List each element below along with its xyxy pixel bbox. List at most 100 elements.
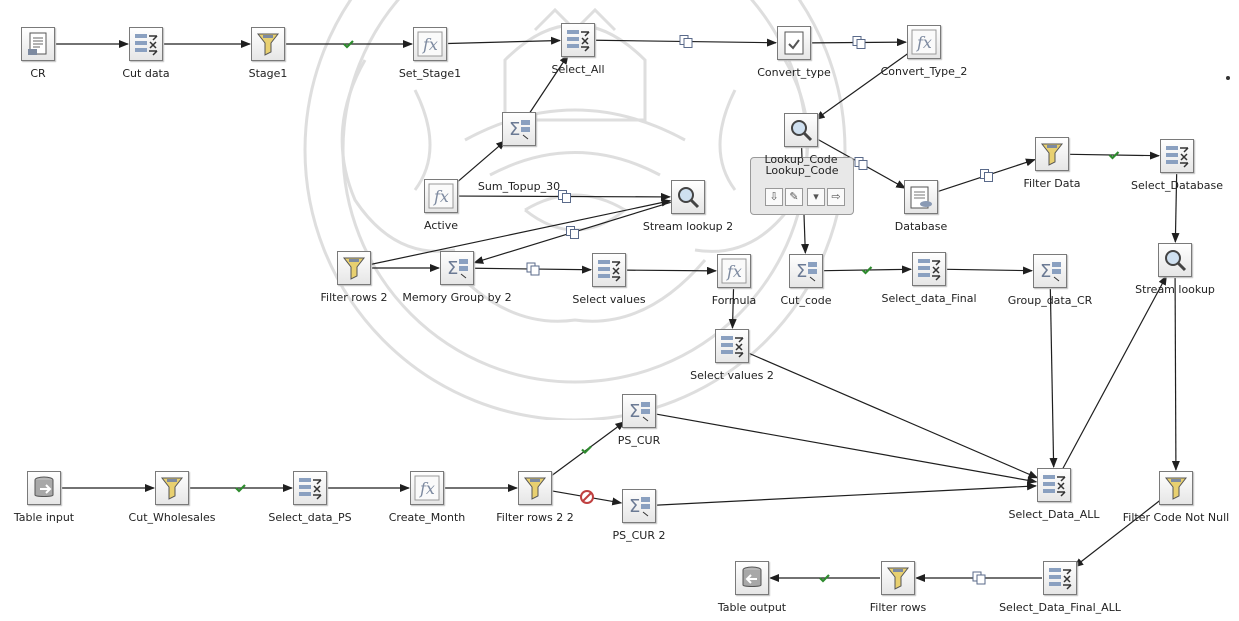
- output-icon[interactable]: ⇨: [827, 188, 845, 206]
- step-cr[interactable]: [21, 27, 55, 61]
- step-label: Active: [424, 220, 458, 232]
- step-label: Select_Data_Final_ALL: [999, 602, 1121, 614]
- step-label: Select_Data_ALL: [1009, 509, 1100, 521]
- svg-text:Σ: Σ: [447, 258, 458, 279]
- step-lookup-code[interactable]: [784, 113, 818, 147]
- step-label: Table input: [14, 512, 74, 524]
- step-ps-cur-2[interactable]: Σ: [622, 489, 656, 523]
- hop-group_data_cr-to-select_data_all[interactable]: [1050, 289, 1053, 467]
- step-database[interactable]: [904, 180, 938, 214]
- menu-icon[interactable]: ▾: [807, 188, 825, 206]
- hop-select_values-to-formula[interactable]: [627, 270, 716, 271]
- select-values-icon: [1047, 565, 1073, 591]
- step-label: Select_All: [551, 64, 604, 76]
- select-values-icon: [719, 333, 745, 359]
- hop-active-to-sum_topup_30[interactable]: [455, 141, 506, 185]
- hop-select_values_2-to-select_data_all[interactable]: [749, 353, 1038, 478]
- step-table-input[interactable]: [27, 471, 61, 505]
- step-label: Filter Data: [1023, 178, 1080, 190]
- step-ps-cur[interactable]: Σ: [622, 394, 656, 428]
- step-stream-lookup[interactable]: [1158, 243, 1192, 277]
- svg-text:Σ: Σ: [796, 261, 807, 282]
- step-select-data-ps[interactable]: [293, 471, 327, 505]
- step-filter-rows-2-2[interactable]: [518, 471, 552, 505]
- filter-icon: [885, 565, 911, 591]
- svg-text:fx: fx: [916, 33, 932, 52]
- table-input-icon: [31, 475, 57, 501]
- step-label: Select_data_Final: [881, 293, 976, 305]
- step-label: Set_Stage1: [399, 68, 461, 80]
- step-convert-type[interactable]: [777, 26, 811, 60]
- formula-icon: fx: [721, 258, 747, 284]
- step-label: PS_CUR: [618, 435, 661, 447]
- step-formula[interactable]: fx: [717, 254, 751, 288]
- hop-copy-icon: [527, 263, 539, 275]
- svg-text:Σ: Σ: [629, 401, 640, 422]
- hop-convert_type_2-to-lookup_code[interactable]: [816, 52, 910, 119]
- step-set-stage1[interactable]: fx: [413, 27, 447, 61]
- step-convert-type-2[interactable]: fx: [907, 25, 941, 59]
- group-by-icon: Σ: [626, 398, 652, 424]
- hop-stream_lookup-to-filter_code_not_null[interactable]: [1175, 278, 1176, 470]
- hop-ps_cur_2-to-select_data_all[interactable]: [657, 486, 1036, 505]
- filter-icon: [159, 475, 185, 501]
- step-sum-topup-30[interactable]: Σ: [502, 112, 536, 146]
- hop-copy-icon: [567, 227, 579, 239]
- edit-icon[interactable]: ✎: [785, 188, 803, 206]
- step-label: Stream lookup 2: [643, 221, 733, 233]
- step-select-all[interactable]: [561, 23, 595, 57]
- step-filter-rows[interactable]: [881, 561, 915, 595]
- lookup-icon: [675, 184, 701, 210]
- select-values-icon: [1041, 472, 1067, 498]
- step-select-data-all[interactable]: [1037, 468, 1071, 502]
- step-label: Memory Group by 2: [402, 292, 511, 304]
- select-values-icon: [596, 257, 622, 283]
- step-label: PS_CUR 2: [613, 530, 666, 542]
- hop-ps_cur-to-select_data_all[interactable]: [657, 414, 1037, 482]
- step-select-data-final[interactable]: [912, 252, 946, 286]
- hop-select_data_final-to-group_data_cr[interactable]: [947, 269, 1032, 270]
- step-select-database[interactable]: [1160, 139, 1194, 173]
- hop-set_stage1-to-select_all[interactable]: [448, 40, 560, 43]
- step-label: Lookup_Code: [764, 154, 837, 166]
- hop-copy-icon: [680, 36, 692, 48]
- step-label: Stage1: [249, 68, 288, 80]
- step-memory-group-by-2[interactable]: Σ: [440, 251, 474, 285]
- step-stream-lookup-2[interactable]: [671, 180, 705, 214]
- svg-text:Σ: Σ: [1040, 261, 1051, 282]
- hop-error-icon: [581, 491, 593, 503]
- step-select-data-final-all[interactable]: [1043, 561, 1077, 595]
- step-filter-data[interactable]: [1035, 137, 1069, 171]
- step-group-data-cr[interactable]: Σ: [1033, 254, 1067, 288]
- step-select-values[interactable]: [592, 253, 626, 287]
- step-cut-code[interactable]: Σ: [789, 254, 823, 288]
- svg-text:fx: fx: [422, 35, 438, 54]
- step-table-output[interactable]: [735, 561, 769, 595]
- hop-copy-icon: [981, 170, 993, 182]
- formula-icon: fx: [417, 31, 443, 57]
- hop-copy-icon: [853, 37, 865, 49]
- select-values-icon: [565, 27, 591, 53]
- svg-text:Σ: Σ: [629, 496, 640, 517]
- step-active[interactable]: fx: [424, 179, 458, 213]
- step-label: Sum_Topup_30: [478, 181, 560, 193]
- database-icon: [908, 184, 934, 210]
- group-by-icon: Σ: [506, 116, 532, 142]
- step-create-month[interactable]: fx: [410, 471, 444, 505]
- step-cut-wholesales[interactable]: [155, 471, 189, 505]
- step-filter-code-not-null[interactable]: [1159, 471, 1193, 505]
- formula-icon: fx: [428, 183, 454, 209]
- formula-icon: fx: [911, 29, 937, 55]
- step-cut-data[interactable]: [129, 27, 163, 61]
- step-select-values-2[interactable]: [715, 329, 749, 363]
- canvas-marker-dot: [1226, 76, 1230, 80]
- input-icon[interactable]: ⇩: [765, 188, 783, 206]
- step-stage1[interactable]: [251, 27, 285, 61]
- step-label: Stream lookup: [1135, 284, 1215, 296]
- svg-text:fx: fx: [419, 479, 435, 498]
- step-label: Filter rows: [870, 602, 926, 614]
- step-filter-rows-2[interactable]: [337, 251, 371, 285]
- select-values-icon: [1164, 143, 1190, 169]
